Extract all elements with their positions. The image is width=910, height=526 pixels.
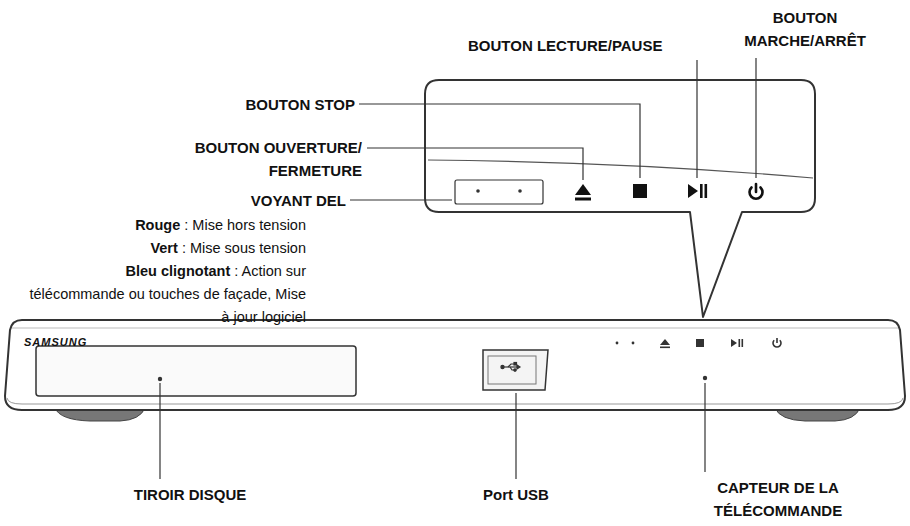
led-window xyxy=(455,180,543,204)
led-state: Rouge: Mise hors tension xyxy=(16,214,306,237)
power-symbol xyxy=(750,184,763,199)
button-label: BOUTON MARCHE/ARRÊT xyxy=(730,6,880,52)
sensor-dot xyxy=(703,376,707,380)
led-label: VOYANT DEL xyxy=(251,189,346,212)
part-label: Port USB xyxy=(483,483,549,506)
tray-dot xyxy=(158,377,162,381)
usb-port xyxy=(488,356,536,384)
power-symbol xyxy=(773,338,781,347)
button-label: BOUTON STOP xyxy=(246,93,355,116)
disc-tray xyxy=(36,346,356,396)
body-edge xyxy=(12,328,898,329)
button-label: BOUTON LECTURE/PAUSE xyxy=(468,34,662,57)
inset-buttons xyxy=(575,184,707,201)
led-color: Rouge xyxy=(135,217,180,233)
led-dot xyxy=(518,189,522,193)
led-meaning: : Mise hors tension xyxy=(184,217,306,233)
player-body xyxy=(5,320,905,410)
part-label: TIROIR DISQUE xyxy=(134,483,247,506)
front-buttons xyxy=(616,339,744,348)
button-label: BOUTON OUVERTURE/ FERMETURE xyxy=(127,136,362,182)
body-edge xyxy=(7,398,903,404)
led-state: Vert : Mise sous tension xyxy=(16,237,306,260)
usb-symbol xyxy=(501,363,520,372)
panel-curve xyxy=(428,160,813,178)
led-color: Bleu clignotant xyxy=(125,263,230,279)
usb-port xyxy=(483,350,548,390)
led-dot xyxy=(476,189,480,193)
led-state: Bleu clignotant: Action sur télécommande… xyxy=(28,260,306,329)
led-meaning: : Mise sous tension xyxy=(182,240,306,256)
led-color: Vert xyxy=(150,240,177,256)
brand-logo: SAMSUNG xyxy=(24,335,87,349)
part-label: CAPTEUR DE LA TÉLÉCOMMANDE xyxy=(693,476,863,522)
